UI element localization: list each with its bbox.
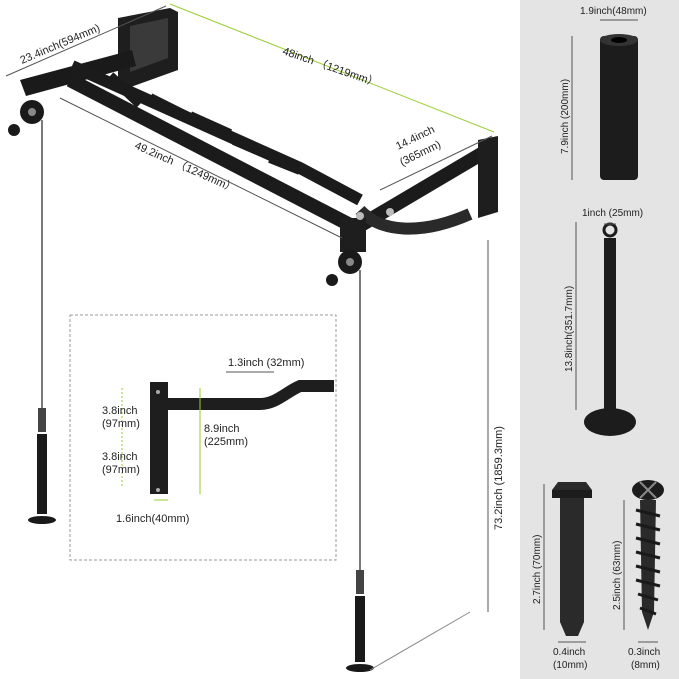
inset-bracket-detail	[150, 380, 334, 494]
screw-length: 2.5inch (63mm)	[612, 541, 623, 610]
front-mount-plate	[340, 218, 366, 252]
left-bracket-face	[130, 18, 168, 72]
loading-pin-icon	[346, 570, 374, 672]
screw-dia-mm: (8mm)	[631, 660, 660, 671]
inset-box	[69, 314, 337, 561]
dim-line-14	[379, 135, 493, 191]
rung-4	[232, 135, 264, 157]
rung-5	[268, 153, 302, 175]
dim-line-48	[169, 3, 495, 133]
dim-line-49	[59, 97, 343, 239]
inset-wall-plate	[150, 382, 168, 494]
mount-bolt	[356, 212, 364, 220]
rung-2	[147, 93, 193, 123]
expansion-anchor-icon	[552, 482, 592, 636]
pull-up-bar-icon	[20, 8, 498, 252]
inset-lower-mm: (97mm)	[102, 464, 140, 476]
inset-upper-mm: (97mm)	[102, 418, 140, 430]
inset-lower-inch: 3.8inch	[102, 451, 137, 463]
dim-line-depth	[5, 5, 167, 77]
inset-upper-inch: 3.8inch	[102, 405, 137, 417]
anchor-dia-inch: 0.4inch	[553, 647, 585, 658]
sleeve-diameter: 1.9inch(48mm)	[580, 6, 647, 17]
anchor-dia-mm: (10mm)	[553, 660, 587, 671]
pin-length: 13.8inch(351.7mm)	[564, 286, 575, 372]
inset-bar	[168, 380, 334, 410]
mount-bolt	[386, 208, 394, 216]
pulley-icon	[8, 100, 44, 136]
wood-screw-icon	[632, 480, 664, 630]
dim-label-width: 48inch （1219mm）	[281, 45, 380, 90]
right-wall-bracket	[478, 136, 498, 218]
inset-plate-width: 1.6inch(40mm)	[116, 513, 189, 525]
sleeve-length: 7.9inch (200mm)	[560, 79, 571, 154]
loading-pin-icon	[28, 408, 56, 524]
floor-line	[369, 611, 471, 671]
inset-bar-diameter: 1.3inch (32mm)	[228, 357, 304, 369]
pin-diameter: 1inch (25mm)	[582, 208, 643, 219]
dim-label-height: 73.2inch (1859.3mm)	[493, 426, 505, 530]
rung-1	[106, 72, 144, 108]
inset-total-inch: 8.9inch	[204, 423, 239, 435]
anchor-length: 2.7inch (70mm)	[532, 535, 543, 604]
right-grip	[355, 205, 473, 235]
inset-total-mm: (225mm)	[204, 436, 248, 448]
dim-label-depth: 23.4inch(594mm)	[18, 22, 101, 66]
foam-sleeve-icon	[600, 34, 638, 180]
loading-pin-icon	[584, 222, 636, 436]
pulley-icon	[326, 250, 362, 286]
rung-3	[187, 111, 233, 139]
screw-dia-inch: 0.3inch	[628, 647, 660, 658]
